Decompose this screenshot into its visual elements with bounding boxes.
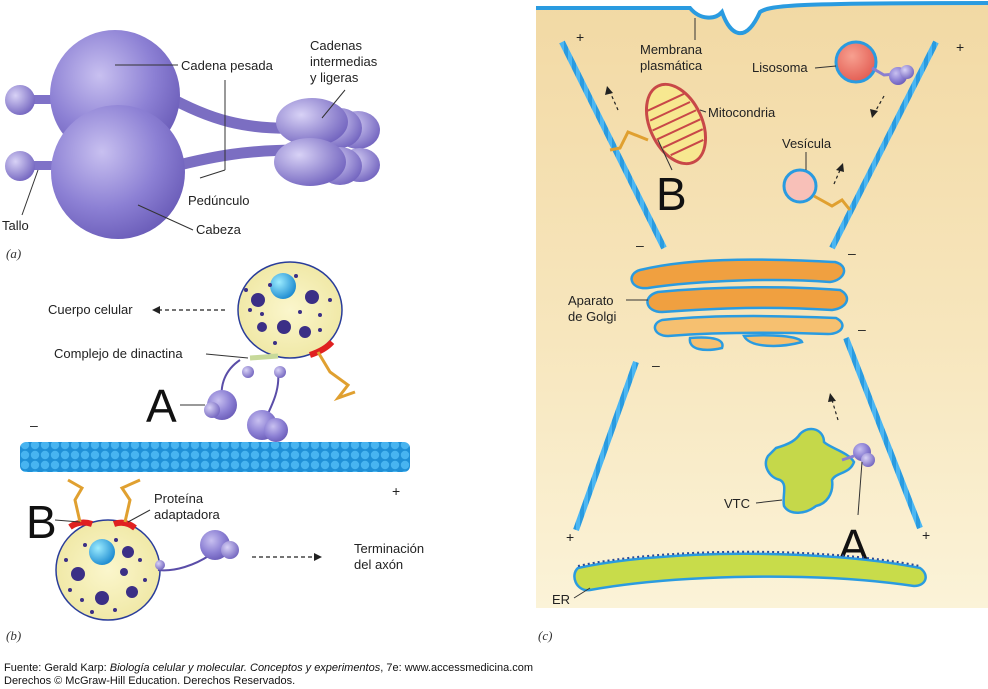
stalk-tip-upper [5, 85, 35, 115]
cargo-dots-upper [244, 274, 332, 345]
label-intermediate-3: y ligeras [310, 70, 359, 85]
adaptor-red-lower-1 [68, 519, 93, 530]
minus-c-4: – [858, 321, 866, 337]
minus-c-2: – [848, 245, 856, 261]
credit-rights: Derechos © McGraw-Hill Education. Derech… [4, 675, 296, 687]
label-adaptor-2: adaptadora [154, 507, 221, 522]
nucleus-upper [270, 273, 296, 299]
letter-b-panel-c: B [656, 168, 687, 220]
label-head: Cabeza [196, 222, 242, 237]
intermediate-chain-lower [274, 138, 346, 186]
linker-mitochondria [609, 130, 649, 152]
credit-source: Fuente: Gerald Karp: Biología celular y … [4, 662, 533, 675]
cargo-vesicle-lower [55, 519, 161, 621]
microtubule-c-ul [559, 40, 667, 250]
label-adaptor-1: Proteína [154, 491, 204, 506]
label-axon-1: Terminación [354, 541, 424, 556]
plasma-membrane [536, 1, 988, 36]
vtc [764, 427, 856, 514]
plus-c-4: + [922, 527, 930, 543]
adaptor-red-lower-2 [112, 519, 137, 531]
linker-lower-1 [67, 478, 85, 523]
label-mitochondria: Mitocondria [708, 105, 776, 120]
vesicle [782, 168, 818, 204]
nucleus-lower [89, 539, 115, 565]
cargo-dots-lower [64, 538, 147, 614]
panel-a: Cadena pesada Cadenas intermedias y lige… [2, 30, 380, 261]
adaptor-red-upper [309, 339, 335, 358]
minus-end-b: – [30, 417, 38, 433]
stalk-lower [20, 161, 60, 170]
plus-c-3: + [566, 529, 574, 545]
minus-c-3: – [652, 357, 660, 373]
label-intermediate-1: Cadenas [310, 38, 363, 53]
label-er: ER [552, 592, 570, 607]
lysosome [834, 40, 878, 84]
label-intermediate-2: intermedias [310, 54, 378, 69]
minus-c-1: – [636, 237, 644, 253]
dynactin-upper [249, 353, 279, 361]
mitochondria [644, 82, 708, 166]
label-membrane-1: Membrana [640, 42, 703, 57]
microtubule-c-ur [829, 40, 939, 250]
label-dynactin: Complejo de dinactina [54, 346, 183, 361]
credit-prefix: Fuente: Gerald Karp: [4, 662, 110, 674]
panel-tag-c: (c) [538, 628, 552, 643]
label-axon-2: del axón [354, 557, 403, 572]
golgi-apparatus [630, 258, 849, 352]
label-stalk: Tallo [2, 218, 29, 233]
letter-b-panel-b: B [26, 496, 57, 548]
stalk-upper [20, 95, 60, 104]
microtubule-b [20, 442, 410, 472]
linker-upper [316, 351, 356, 402]
panel-tag-a: (a) [6, 246, 21, 261]
motor-head-a3 [264, 418, 288, 442]
label-membrane-2: plasmática [640, 58, 703, 73]
label-golgi-1: Aparato [568, 293, 614, 308]
label-vtc: VTC [724, 496, 750, 511]
label-stem: Pedúnculo [188, 193, 249, 208]
label-lysosome: Lisosoma [752, 60, 808, 75]
heavy-chain-head-lower [51, 105, 185, 239]
motor-vtc-2 [861, 453, 875, 467]
label-heavy-chain: Cadena pesada [181, 58, 274, 73]
endoplasmic-reticulum [573, 552, 927, 592]
motor-head-a1b [204, 402, 220, 418]
linker-vesicle [813, 194, 852, 211]
panel-c: + + – – – – + + Membrana plasmática Liso… [536, 1, 988, 643]
label-golgi-2: de Golgi [568, 309, 617, 324]
panel-b: – + A Cuerpo celular Complejo de dinacti… [6, 261, 424, 643]
plus-c-1: + [576, 29, 584, 45]
label-vesicle: Vesícula [782, 136, 832, 151]
linker-lower-2 [119, 478, 141, 523]
motor-head-b2 [221, 541, 239, 559]
credit-book: Biología celular y molecular. Conceptos … [109, 662, 381, 674]
plus-end-b: + [392, 483, 400, 499]
microtubule-c-ll [573, 360, 639, 532]
motor-lysosome-2 [900, 65, 914, 79]
letter-a-panel-b: A [146, 380, 177, 432]
credit-suffix: , 7e: www.accessmedicina.com [380, 662, 534, 674]
microtubule-c-lr [843, 336, 923, 530]
stalk-tip-lower [5, 151, 35, 181]
label-cell-body: Cuerpo celular [48, 302, 133, 317]
panel-tag-b: (b) [6, 628, 21, 643]
intermediate-chain-upper [276, 98, 348, 146]
cargo-vesicle-upper [237, 261, 343, 359]
plus-c-2: + [956, 39, 964, 55]
